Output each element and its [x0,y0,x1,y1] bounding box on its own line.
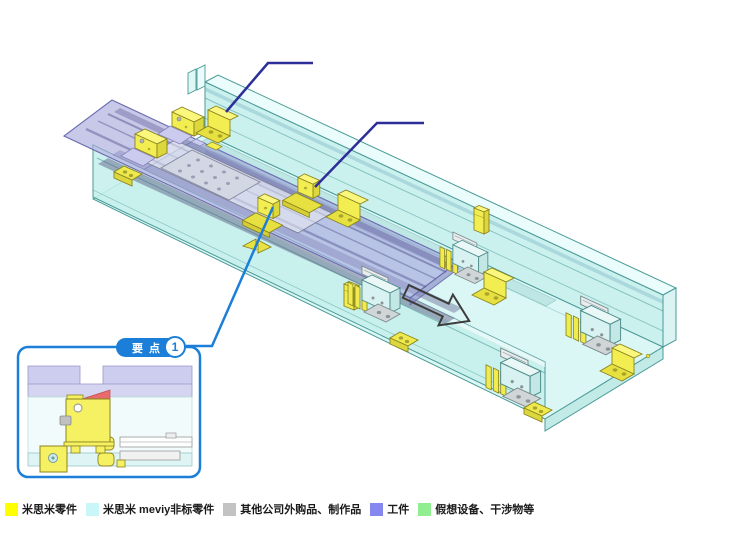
legend-swatch-imaginary [418,502,432,516]
legend-label-meviy: 米思米 meviy非标零件 [103,504,215,516]
detail-sensor [59,389,115,454]
legend-label-imaginary: 假想设备、干涉物等 [435,504,535,516]
legend-swatch-meviy [86,502,99,516]
legend-label-other: 其他公司外购品、制作品 [240,504,362,516]
legend-item-meviy: 米思米 meviy非标零件 [86,501,214,517]
legend-item-workpiece: 工件 [370,501,409,517]
linear-stage [140,138,333,234]
callout-line-1 [225,61,313,113]
direction-arrow-icon [401,283,471,327]
keypoint-detail-inset [16,345,202,479]
keypoint-badge: 要点 [116,338,178,357]
legend-label-workpiece: 工件 [387,504,410,516]
legend-item-imaginary: 假想设备、干涉物等 [418,501,534,517]
misumi-sensor [473,205,490,235]
legend-swatch-misumi [5,502,18,516]
legend-label-misumi: 米思米零件 [22,504,77,516]
keypoint-label: 要点 [132,342,166,355]
keypoint-number-badge: 1 [164,336,186,358]
legend-swatch-workpiece [370,502,384,516]
stage-mounting-holes [178,158,239,191]
legend-item-misumi: 米思米零件 [5,501,77,517]
callout-line-2 [314,121,424,188]
legend-swatch-other [223,502,237,516]
legend: 米思米零件 米思米 meviy非标零件 其他公司外购品、制作品 工件 假想设备、… [5,501,543,517]
detail-block [39,445,68,473]
legend-item-other: 其他公司外购品、制作品 [223,501,361,517]
keypoint-number: 1 [171,340,179,354]
keypoint-callout-line [186,206,275,348]
